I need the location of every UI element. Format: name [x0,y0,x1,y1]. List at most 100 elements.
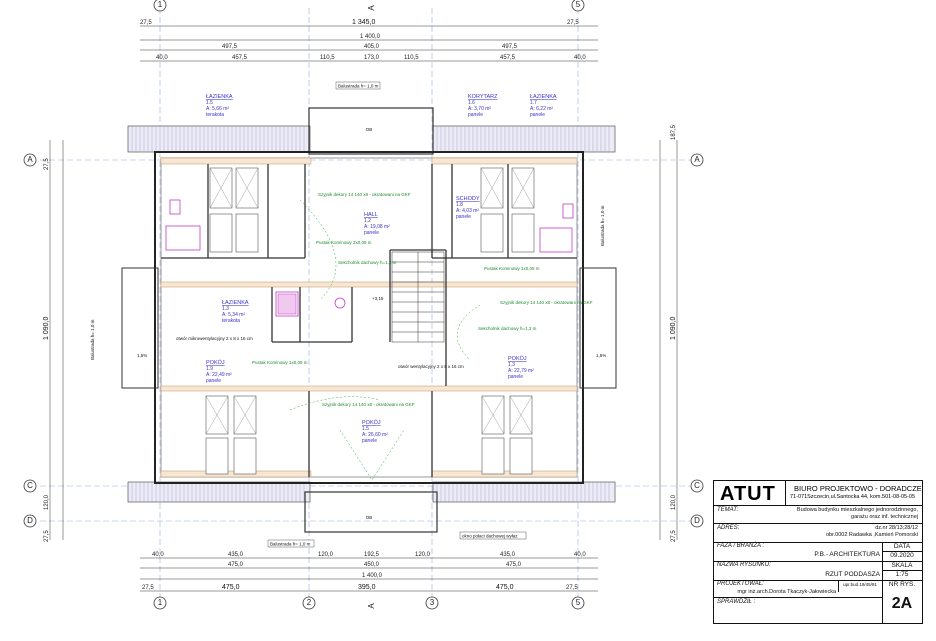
svg-text:A: 6,22 m²: A: 6,22 m² [530,106,553,112]
top-dim-4-e: 110,5 [404,55,419,61]
room-label-pokoj-left: POKÓJ 1.9 A: 22,49 m² panele [206,359,232,384]
nazwa-value: RZUT PODDASZA [825,571,880,578]
bottom-dim-2-c: 475,0 [506,562,522,568]
title-block: ATUT BIURO PROJEKTOWO - DORADCZE 71-071S… [713,480,923,624]
bottom-dim-1-f: 435,0 [500,552,516,558]
svg-text:HALL: HALL [364,212,378,218]
bottom-dim-4-d: 475,0 [496,584,514,591]
svg-text:1.6: 1.6 [468,100,475,106]
svg-text:1.2: 1.2 [364,218,371,224]
top-dim-4-g: 40,0 [574,55,586,61]
temat-value-2: garażu oraz inf. technicznej [851,514,918,520]
balcony-bottom [304,491,438,533]
projektowal-label: PROJEKTOWAŁ: [717,581,764,587]
company-name: BIURO PROJEKTOWO - DORADCZE [794,484,922,493]
top-dim-3-a: 497,5 [222,44,238,50]
svg-text:A: 5,34 m²: A: 5,34 m² [222,312,245,318]
top-dim-3-c: 497,5 [502,44,518,50]
left-dim-d: 27,5 [44,530,50,542]
bottom-dim-4-c: 395,0 [358,584,376,591]
svg-text:1.3: 1.3 [508,362,515,368]
svg-text:ŁAZIENKA: ŁAZIENKA [222,300,249,306]
uprawnienia-value: upr.bud.19/45/91 [843,582,877,587]
data-label: DATA [893,543,911,550]
balustrade-top-note: Balustrada h= 1,0 m [338,84,379,89]
grid-row-d-right: D [694,516,700,525]
roof-exit-note: okno połaci dachowej wyłaz [462,534,518,539]
green-note-5: Szyjnik dekory 14 140 x8 - okratowani na… [500,300,593,305]
room-label-pokoj-right: POKÓJ 1.3 A: 22,79 m² panele [508,355,534,380]
faza-value: P.B.- ARCHITEKTURA [814,551,880,558]
adres-label: ADRES: [717,525,740,531]
company-logo: ATUT [720,483,776,505]
bottom-dim-4-a: 27,5 [142,585,154,591]
bottom-dim-1-b: 435,0 [228,552,244,558]
top-dim-1-a: 27,5 [140,20,152,26]
db-top: DB [366,127,372,132]
svg-text:KORYTARZ: KORYTARZ [468,94,498,100]
svg-text:1.5: 1.5 [206,100,213,106]
left-dim-a: 27,5 [44,158,50,170]
svg-text:panele: panele [468,112,483,118]
top-dim-4-a: 40,0 [156,55,168,61]
temat-label: TEMAT: [717,507,739,513]
svg-text:ŁAZIENKA: ŁAZIENKA [530,94,557,100]
slope-right: 1,5% [596,353,606,358]
bottom-dim-2-b: 450,0 [364,562,380,568]
grid-row-d-left: D [27,516,33,525]
section-arrow-bottom: A [367,603,376,609]
top-dim-1-c: 27,5 [567,20,579,26]
bottom-dim-1-d: 192,5 [364,552,380,558]
green-note-1: Szyjnik dekory 14 140 x8 - okratowani na… [318,192,411,197]
balustrade-left-note: Balustrada h= 1,0 m [90,319,95,360]
svg-text:POKÓJ: POKÓJ [206,359,225,366]
svg-text:terakota: terakota [222,318,240,324]
grid-col-3-bottom: 3 [430,598,435,607]
green-note-6: Sekcholnik dachowy h=1,3 m [478,326,537,331]
top-dim-4-d: 173,0 [364,55,380,61]
staircase [391,251,445,343]
svg-text:panele: panele [508,374,523,380]
balustrade-bottom-note: Balustrada h= 1,0 m [270,542,311,547]
room-label-hall: HALL 1.2 A: 19,08 m² panele [364,212,390,236]
outer-walls [121,151,617,484]
bathroom-fixtures [165,199,574,317]
svg-text:POKÓJ: POKÓJ [362,419,381,426]
balustrade-right-note: Balustrada h= 1,0 m [600,205,605,246]
db-bottom: DB [366,515,372,520]
grid-row-a-right: A [694,155,700,164]
bottom-dim-4-e: 27,5 [566,585,578,591]
svg-text:A: 22,49 m²: A: 22,49 m² [206,372,232,378]
right-dim-b: 1 090,0 [670,317,677,340]
svg-text:panele: panele [206,378,221,384]
roof-eaves-top [127,125,616,503]
svg-text:A: 5,66 m²: A: 5,66 m² [206,106,229,112]
svg-text:1.7: 1.7 [530,100,537,106]
top-dim-4-b: 457,5 [232,55,248,61]
bottom-dim-1-g: 40,0 [574,552,586,558]
bottom-dim-1-e: 120,0 [415,552,431,558]
grid-col-1-bottom: 1 [158,598,163,607]
left-dim-b: 1 090,0 [43,317,50,340]
sprawdzil-label: SPRAWDZIŁ : [717,599,756,605]
slope-left: 1,5% [137,353,147,358]
nr-label: NR RYS. [888,581,916,588]
bottom-dim-1-c: 120,0 [318,552,334,558]
right-dim-c: 120,0 [671,494,677,510]
level-mark: +3,15 [372,296,384,301]
balcony-top [308,107,434,155]
svg-text:A: 22,79 m²: A: 22,79 m² [508,368,534,374]
bottom-dim-3: 1 400,0 [362,573,383,579]
room-label-lazienka-1-3: ŁAZIENKA 1.3 A: 5,34 m² terakota [222,300,249,324]
right-dim-d: 27,5 [671,530,677,542]
svg-text:A: 4,03 m²: A: 4,03 m² [456,208,479,214]
room-label-korytarz: KORYTARZ 1.6 A: 3,70 m² panele [468,94,498,118]
svg-text:1.5: 1.5 [362,426,369,432]
svg-text:ŁAZIENKA: ŁAZIENKA [206,94,233,100]
room-label-lazienka-1-5: ŁAZIENKA 1.5 A: 5,66 m² terakota [206,94,233,118]
grid-row-c-right: C [694,481,700,490]
svg-text:panele: panele [364,230,379,236]
drawing-number: 2A [891,595,913,612]
grid-row-c-left: C [27,481,33,490]
